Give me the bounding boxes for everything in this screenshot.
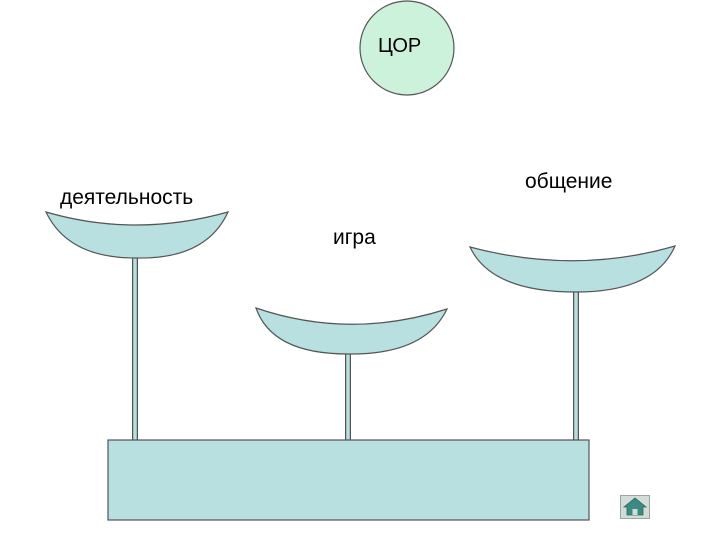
base-block [107,439,590,521]
center-label: ЦОР [378,35,422,57]
middle-pan [255,307,449,355]
activity-label: деятельность [60,186,194,209]
left-pan [44,211,230,259]
game-label: игра [333,226,376,249]
home-icon [620,495,650,519]
communication-label: общение [525,170,613,193]
home-button[interactable] [620,495,650,519]
right-pan [468,245,677,293]
center-circle [359,0,455,96]
